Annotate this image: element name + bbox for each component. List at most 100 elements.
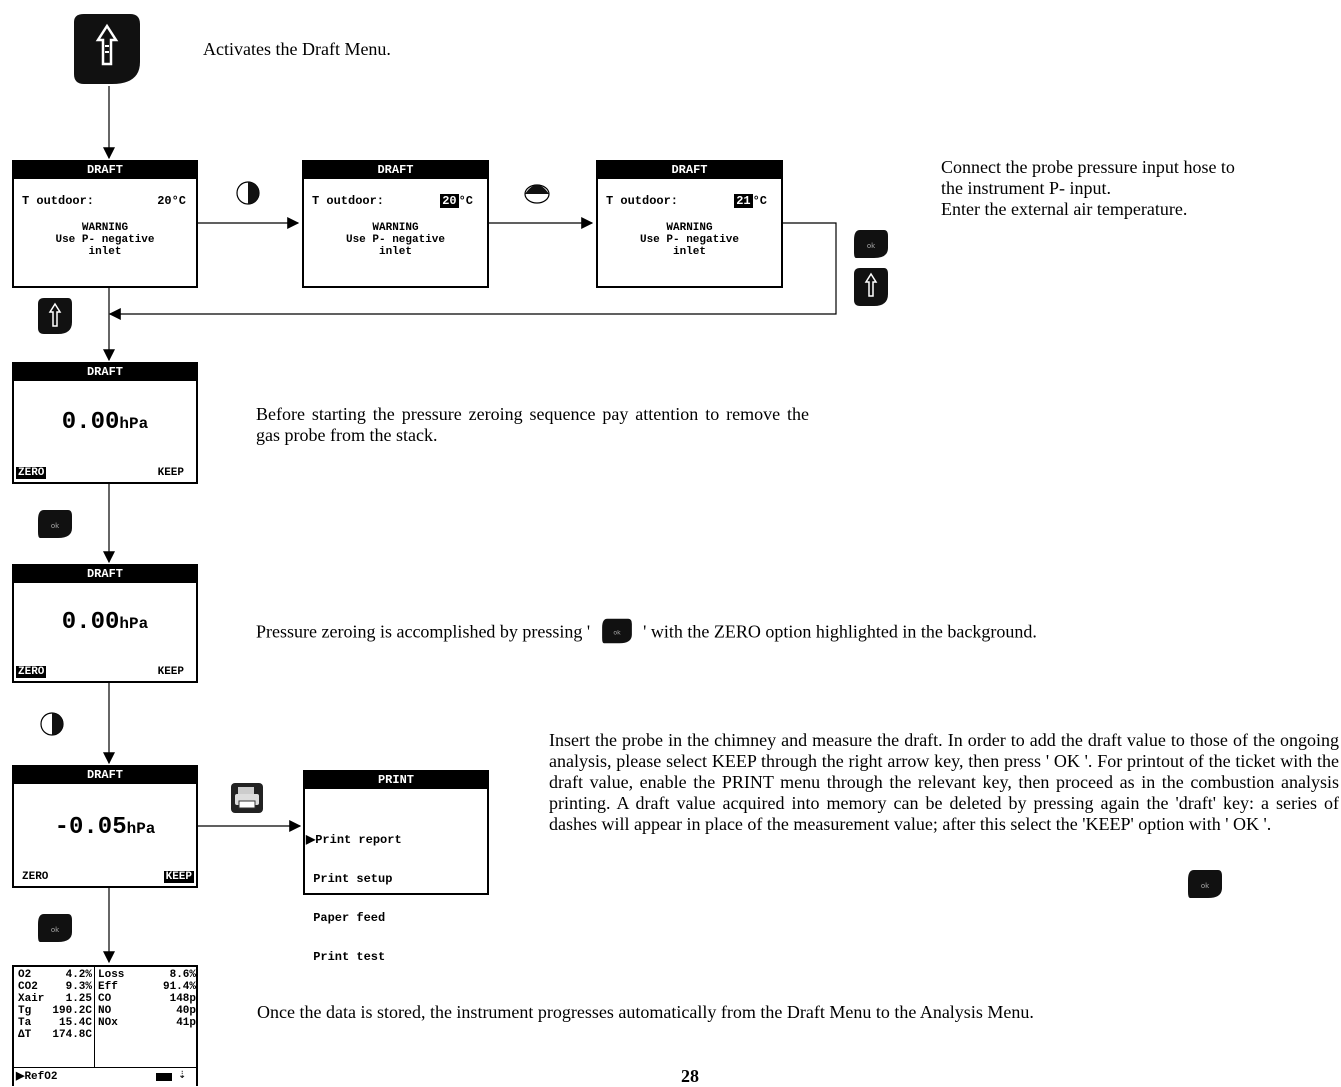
insert-text: Insert the probe in the chimney and meas… <box>549 730 1339 834</box>
draft-key-icon <box>72 12 142 91</box>
intro-text: Activates the Draft Menu. <box>203 39 391 59</box>
print-key-icon <box>230 782 264 819</box>
analysis-value: 1.25 <box>65 993 92 1005</box>
svg-text:ok: ok <box>1201 882 1210 890</box>
warning-text: WARNING <box>81 222 129 234</box>
screen-title: DRAFT <box>598 162 781 179</box>
svg-text:ok: ok <box>51 522 60 530</box>
pressure-value: -0.05 <box>54 814 127 841</box>
analysis-value: 40p <box>176 1005 196 1017</box>
screen-title: DRAFT <box>14 162 196 179</box>
analysis-row: O2 4.2% <box>18 969 92 981</box>
warning-text: WARNING <box>666 222 713 234</box>
draft-screen-2: DRAFT T outdoor: 20°C WARNING Use P- neg… <box>302 160 489 288</box>
print-menu-item[interactable]: Paper feed <box>306 911 386 925</box>
draft-screen-measure: DRAFT -0.05hPa ZERO KEEP <box>12 765 198 888</box>
analysis-value: 190.2C <box>52 1005 92 1017</box>
ok-key-icon: ok <box>1186 868 1224 905</box>
draft-screen-zeroed: DRAFT 0.00hPa ZERO KEEP <box>12 564 198 683</box>
print-menu-item[interactable]: ▶Print report <box>306 833 402 847</box>
print-menu-item[interactable]: Print test <box>306 950 386 964</box>
svg-text:ok: ok <box>867 242 876 250</box>
draft-key-icon <box>852 266 890 313</box>
zero-option: ZERO <box>16 467 47 479</box>
pressure-unit: hPa <box>126 820 156 838</box>
t-outdoor-value-highlighted: 21 <box>734 194 753 208</box>
analysis-row: NOx 41p <box>98 1017 196 1029</box>
t-outdoor-label: T outdoor: <box>312 194 385 208</box>
t-outdoor-value: 20°C <box>157 194 186 208</box>
draft-key-icon <box>36 296 74 341</box>
analysis-row: CO 148p <box>98 993 196 1005</box>
analysis-value: 8.6% <box>169 969 196 981</box>
analysis-value: 174.8C <box>52 1029 92 1041</box>
battery-icon <box>156 1073 172 1081</box>
analysis-value: 4.2% <box>65 969 92 981</box>
keep-option: KEEP <box>157 467 184 479</box>
analysis-label: NO <box>98 1005 112 1017</box>
page-number: 28 <box>681 1066 699 1086</box>
svg-text:ok: ok <box>613 630 621 637</box>
zero-option: ZERO <box>22 871 49 883</box>
analysis-row: Eff 91.4% <box>98 981 196 993</box>
t-outdoor-label: T outdoor: <box>22 194 95 208</box>
connect-text-line-3: Enter the external air temperature. <box>941 199 1188 219</box>
t-outdoor-unit: °C <box>752 194 767 208</box>
warning-line-1: Use P- negative <box>639 234 740 246</box>
analysis-label: Ta <box>18 1017 32 1029</box>
ok-key-icon: ok <box>852 228 890 265</box>
print-menu-item[interactable]: Print setup <box>306 872 393 886</box>
keep-option: KEEP <box>157 666 184 678</box>
screen-title: DRAFT <box>14 364 196 381</box>
pump-icon: ⇣ <box>178 1070 187 1081</box>
zero-press-text-after: ' with the ZERO option highlighted in th… <box>643 621 1037 642</box>
zero-option: ZERO <box>16 666 47 678</box>
analysis-label: Eff <box>98 981 118 993</box>
right-arrow-key-icon <box>38 709 66 744</box>
ok-key-icon: ok <box>36 508 74 545</box>
analysis-label: NOx <box>98 1017 118 1029</box>
connect-text-line-1: Connect the probe pressure input hose to <box>941 157 1235 177</box>
analysis-label: O2 <box>18 969 32 981</box>
ref-o2-label: ▶RefO2 <box>16 1071 58 1083</box>
pressure-unit: hPa <box>119 415 149 433</box>
warning-line-1: Use P- negative <box>345 234 446 246</box>
zero-text: Before starting the pressure zeroing seq… <box>256 404 809 445</box>
right-arrow-key-icon <box>234 178 262 213</box>
analysis-row: NO 40p <box>98 1005 196 1017</box>
t-outdoor-unit: °C <box>458 194 473 208</box>
draft-screen-1: DRAFT T outdoor: 20°C WARNING Use P- neg… <box>12 160 198 288</box>
draft-screen-3: DRAFT T outdoor: 21°C WARNING Use P- neg… <box>596 160 783 288</box>
warning-line-2: inlet <box>88 246 122 258</box>
analysis-value: 91.4% <box>162 981 196 993</box>
ok-key-icon: ok <box>599 617 635 650</box>
warning-text: WARNING <box>372 222 419 234</box>
analysis-label: Loss <box>98 969 125 981</box>
analysis-value: 41p <box>176 1017 196 1029</box>
warning-line-1: Use P- negative <box>55 234 155 246</box>
warning-line-2: inlet <box>378 246 412 258</box>
svg-text:ok: ok <box>51 926 60 934</box>
up-arrow-key-icon <box>522 178 552 211</box>
screen-title: DRAFT <box>304 162 487 179</box>
draft-screen-zero: DRAFT 0.00hPa ZERO KEEP <box>12 362 198 484</box>
warning-line-2: inlet <box>672 246 706 258</box>
t-outdoor-label: T outdoor: <box>606 194 679 208</box>
analysis-value: 148p <box>169 993 196 1005</box>
analysis-label: CO <box>98 993 112 1005</box>
analysis-row: Loss 8.6% <box>98 969 196 981</box>
connect-text-line-2: the instrument P- input. <box>941 178 1111 198</box>
analysis-label: CO2 <box>18 981 38 993</box>
analysis-value: 15.4C <box>58 1017 92 1029</box>
zero-press-text-before: Pressure zeroing is accomplished by pres… <box>256 621 591 642</box>
keep-option: KEEP <box>163 871 194 883</box>
print-menu-screen: PRINT ▶Print report Print setup Paper fe… <box>303 770 489 964</box>
